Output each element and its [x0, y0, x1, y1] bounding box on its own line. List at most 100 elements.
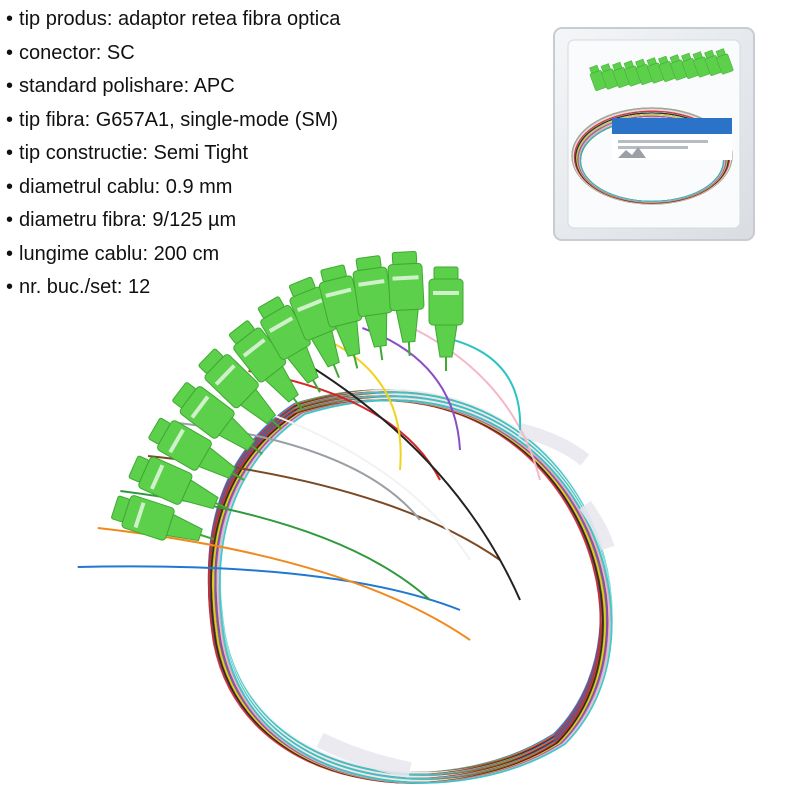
sc-apc-connector	[111, 495, 215, 542]
fiber-strand	[147, 455, 501, 561]
fiber-strand	[401, 322, 541, 481]
sc-apc-connector	[198, 348, 282, 430]
package-thumbnail-image	[553, 27, 755, 241]
spec-item-pieces-per-set: nr. buc./set: 12	[6, 271, 340, 305]
spec-value: 200 cm	[153, 242, 220, 265]
connector-boot	[239, 388, 277, 425]
connector-key-stripe	[133, 502, 146, 529]
spec-label: lungime cablu	[19, 242, 143, 265]
connector-boot	[181, 479, 219, 510]
connector-tail	[379, 346, 384, 361]
fiber-strand	[322, 337, 402, 471]
fiber-strand	[213, 394, 471, 561]
spec-item-cable-diameter: diametrul cablu: 0.9 mm	[6, 171, 340, 205]
fiber-strand	[284, 350, 521, 601]
connector-boot	[334, 320, 361, 357]
coil-tape-wraps	[316, 423, 615, 778]
connector-key-stripe	[214, 364, 236, 386]
spec-value: 0.9 mm	[165, 175, 233, 198]
tape-wrap	[579, 500, 615, 551]
spec-item-fiber-diameter: diametru fibra: 9/125 µm	[6, 204, 340, 238]
spec-value: 12	[127, 276, 151, 298]
spec-label: tip fibra	[19, 108, 85, 131]
sc-apc-connector	[352, 255, 393, 361]
connector-boot	[286, 346, 319, 384]
connector-key-stripe	[325, 287, 352, 298]
connector-key-stripe	[168, 428, 185, 454]
spec-label: diametru fibra	[19, 209, 142, 231]
sc-apc-connector	[229, 320, 303, 410]
connector-key-stripe	[242, 338, 266, 358]
sc-apc-connector	[128, 455, 229, 510]
connector-tail	[292, 397, 303, 410]
package-label	[612, 118, 732, 160]
spec-list: tip produs: adaptor retea fibra optica c…	[6, 3, 340, 305]
connector-key-stripe	[392, 275, 419, 281]
connector-boot	[165, 513, 203, 542]
spec-label: standard polishare	[19, 75, 184, 97]
sc-apc-connector	[318, 264, 363, 369]
connector-body	[428, 278, 464, 326]
spec-item-construction: tip constructie: Semi Tight	[6, 137, 340, 171]
connector-tail	[332, 364, 340, 378]
connector-key-stripe	[358, 279, 385, 287]
fiber-loop	[216, 391, 611, 776]
spec-label: nr. buc./set	[19, 276, 117, 298]
spec-value: 9/125 µm	[152, 209, 237, 231]
spec-label: conector	[19, 41, 96, 64]
spec-item-connector: conector: SC	[6, 37, 340, 71]
connector-tail	[231, 472, 245, 481]
connector-key-stripe	[296, 298, 323, 312]
connector-key-stripe	[190, 395, 210, 419]
sc-apc-connector	[257, 296, 321, 393]
spec-label: tip produs	[19, 8, 107, 30]
connector-tail	[250, 444, 263, 455]
fiber-loop	[218, 397, 613, 782]
connector-boot	[434, 324, 458, 358]
connector-boot	[198, 446, 236, 479]
spec-item-product-type: tip produs: adaptor retea fibra optica	[6, 3, 340, 37]
fiber-strand	[445, 337, 522, 431]
sc-apc-connectors	[111, 250, 464, 542]
spec-value: G657A1, single-mode (SM)	[95, 108, 339, 131]
connector-boot	[218, 416, 256, 451]
fiber-loop	[218, 399, 613, 784]
connector-key-stripe	[433, 291, 459, 295]
package-connectors	[589, 48, 734, 91]
connector-tail	[352, 354, 359, 369]
fiber-loop	[218, 393, 613, 778]
connector-tail	[200, 533, 215, 541]
spec-value: adaptor retea fibra optica	[117, 8, 341, 30]
spec-item-cable-length: lungime cablu: 200 cm	[6, 238, 340, 272]
connector-boot	[395, 308, 419, 343]
connector-boot	[310, 330, 340, 368]
fiber-strand	[77, 565, 461, 611]
connector-key-stripe	[268, 316, 294, 333]
fiber-strand	[97, 527, 471, 641]
spec-value: Semi Tight	[153, 142, 249, 164]
connector-ferrule-cap	[433, 266, 459, 280]
sc-apc-connector	[387, 250, 425, 356]
connector-body	[387, 262, 425, 312]
sc-apc-connector	[148, 417, 245, 481]
connector-ferrule-cap	[391, 250, 418, 266]
tape-wrap	[518, 423, 590, 466]
tape-wrap	[316, 732, 412, 778]
connector-key-stripe	[150, 464, 165, 490]
spec-label: tip constructie	[19, 142, 143, 164]
sc-apc-connector	[428, 266, 464, 371]
spec-item-fiber-type: tip fibra: G657A1, single-mode (SM)	[6, 104, 340, 138]
connector-tail	[215, 502, 229, 510]
fiber-loop	[214, 391, 609, 776]
connector-body	[352, 266, 393, 317]
mountain-logo-icon	[618, 147, 646, 158]
connector-boot	[364, 312, 388, 348]
connector-tail	[312, 379, 321, 393]
spec-item-polish: standard polishare: APC	[6, 70, 340, 104]
connector-boot	[264, 365, 299, 403]
spec-label: diametrul cablu	[19, 175, 155, 198]
connector-tail	[270, 418, 282, 430]
connector-tail	[407, 341, 411, 356]
package-connector	[715, 48, 734, 75]
